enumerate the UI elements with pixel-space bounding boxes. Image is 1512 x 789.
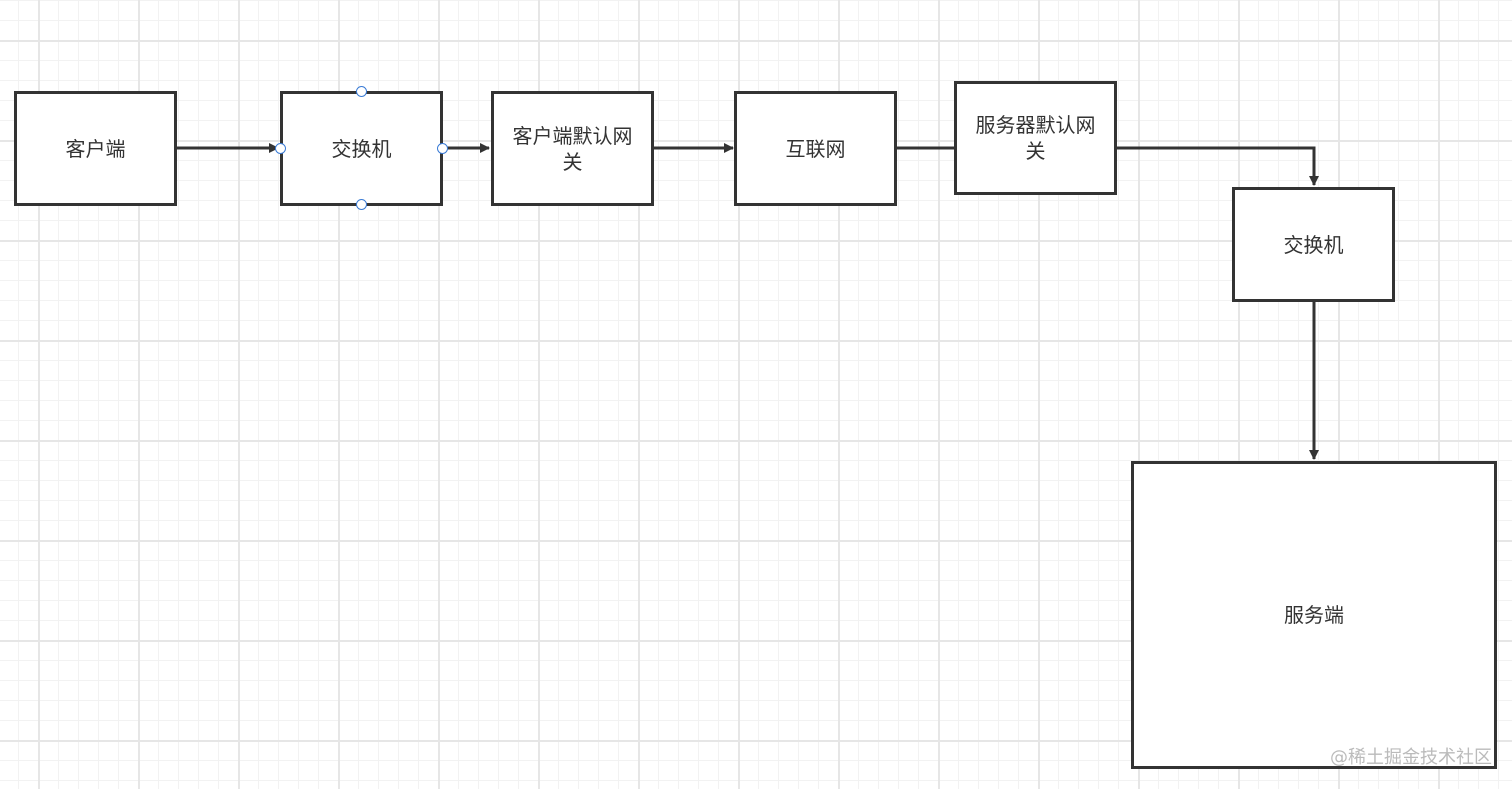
edge-server-gateway-to-switch2[interactable] — [1116, 146, 1319, 186]
node-switch-1-label: 交换机 — [331, 136, 392, 161]
node-server-gateway[interactable]: 服务器默认网关 — [954, 81, 1117, 195]
node-client-gateway-label: 客户端默认网关 — [512, 123, 633, 174]
node-internet[interactable]: 互联网 — [734, 91, 897, 206]
node-internet-label: 互联网 — [785, 136, 846, 161]
watermark: @稀土掘金技术社区 — [1330, 747, 1492, 768]
node-switch-2-label: 交换机 — [1283, 232, 1344, 257]
selection-handle-left[interactable] — [275, 143, 286, 154]
node-server-gateway-label: 服务器默认网关 — [975, 113, 1096, 163]
node-server[interactable]: 服务端 — [1131, 461, 1497, 769]
selection-handle-right[interactable] — [437, 143, 448, 154]
node-client-gateway[interactable]: 客户端默认网关 — [491, 91, 654, 206]
node-client-label: 客户端 — [65, 136, 126, 161]
node-switch-2[interactable]: 交换机 — [1232, 187, 1395, 302]
node-switch-1[interactable]: 交换机 — [280, 91, 443, 206]
node-client[interactable]: 客户端 — [14, 91, 177, 206]
selection-handle-top[interactable] — [356, 86, 367, 97]
node-server-label: 服务端 — [1284, 603, 1344, 627]
selection-handle-bottom[interactable] — [356, 199, 367, 210]
